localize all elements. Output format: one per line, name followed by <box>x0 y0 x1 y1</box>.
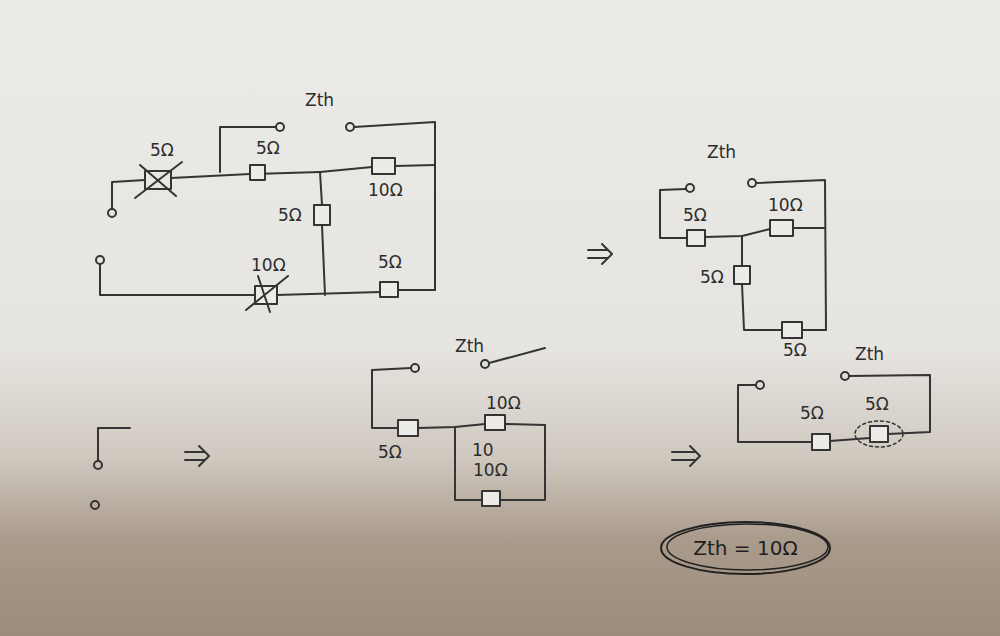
resistor-label: 10Ω <box>472 461 509 480</box>
resistor-label: 10 <box>471 441 495 460</box>
resistor-label: 5Ω <box>149 141 175 160</box>
resistor-label: Zth <box>706 143 737 162</box>
resistor-label: 5Ω <box>782 341 808 360</box>
resistor-label: 5Ω <box>682 206 708 225</box>
result-text: Zth = 10Ω <box>693 537 797 559</box>
resistor-label: 5Ω <box>377 443 403 462</box>
resistor-label: 5Ω <box>864 395 890 414</box>
resistor-label: 5Ω <box>377 253 403 272</box>
result-ellipse: Zth = 10Ω <box>658 519 833 577</box>
resistor-label: Zth <box>304 91 335 110</box>
resistor-label: Zth <box>854 345 885 364</box>
resistor-label: 5Ω <box>799 404 825 423</box>
resistor-label: 10Ω <box>250 256 287 275</box>
resistor-label: 10Ω <box>767 196 804 215</box>
resistor-label: 5Ω <box>277 206 303 225</box>
resistor-label: 10Ω <box>485 394 522 413</box>
resistor-label: 10Ω <box>367 181 404 200</box>
resistor-label: 5Ω <box>255 139 281 158</box>
resistor-label: 5Ω <box>699 268 725 287</box>
resistor-label: Zth <box>454 337 485 356</box>
